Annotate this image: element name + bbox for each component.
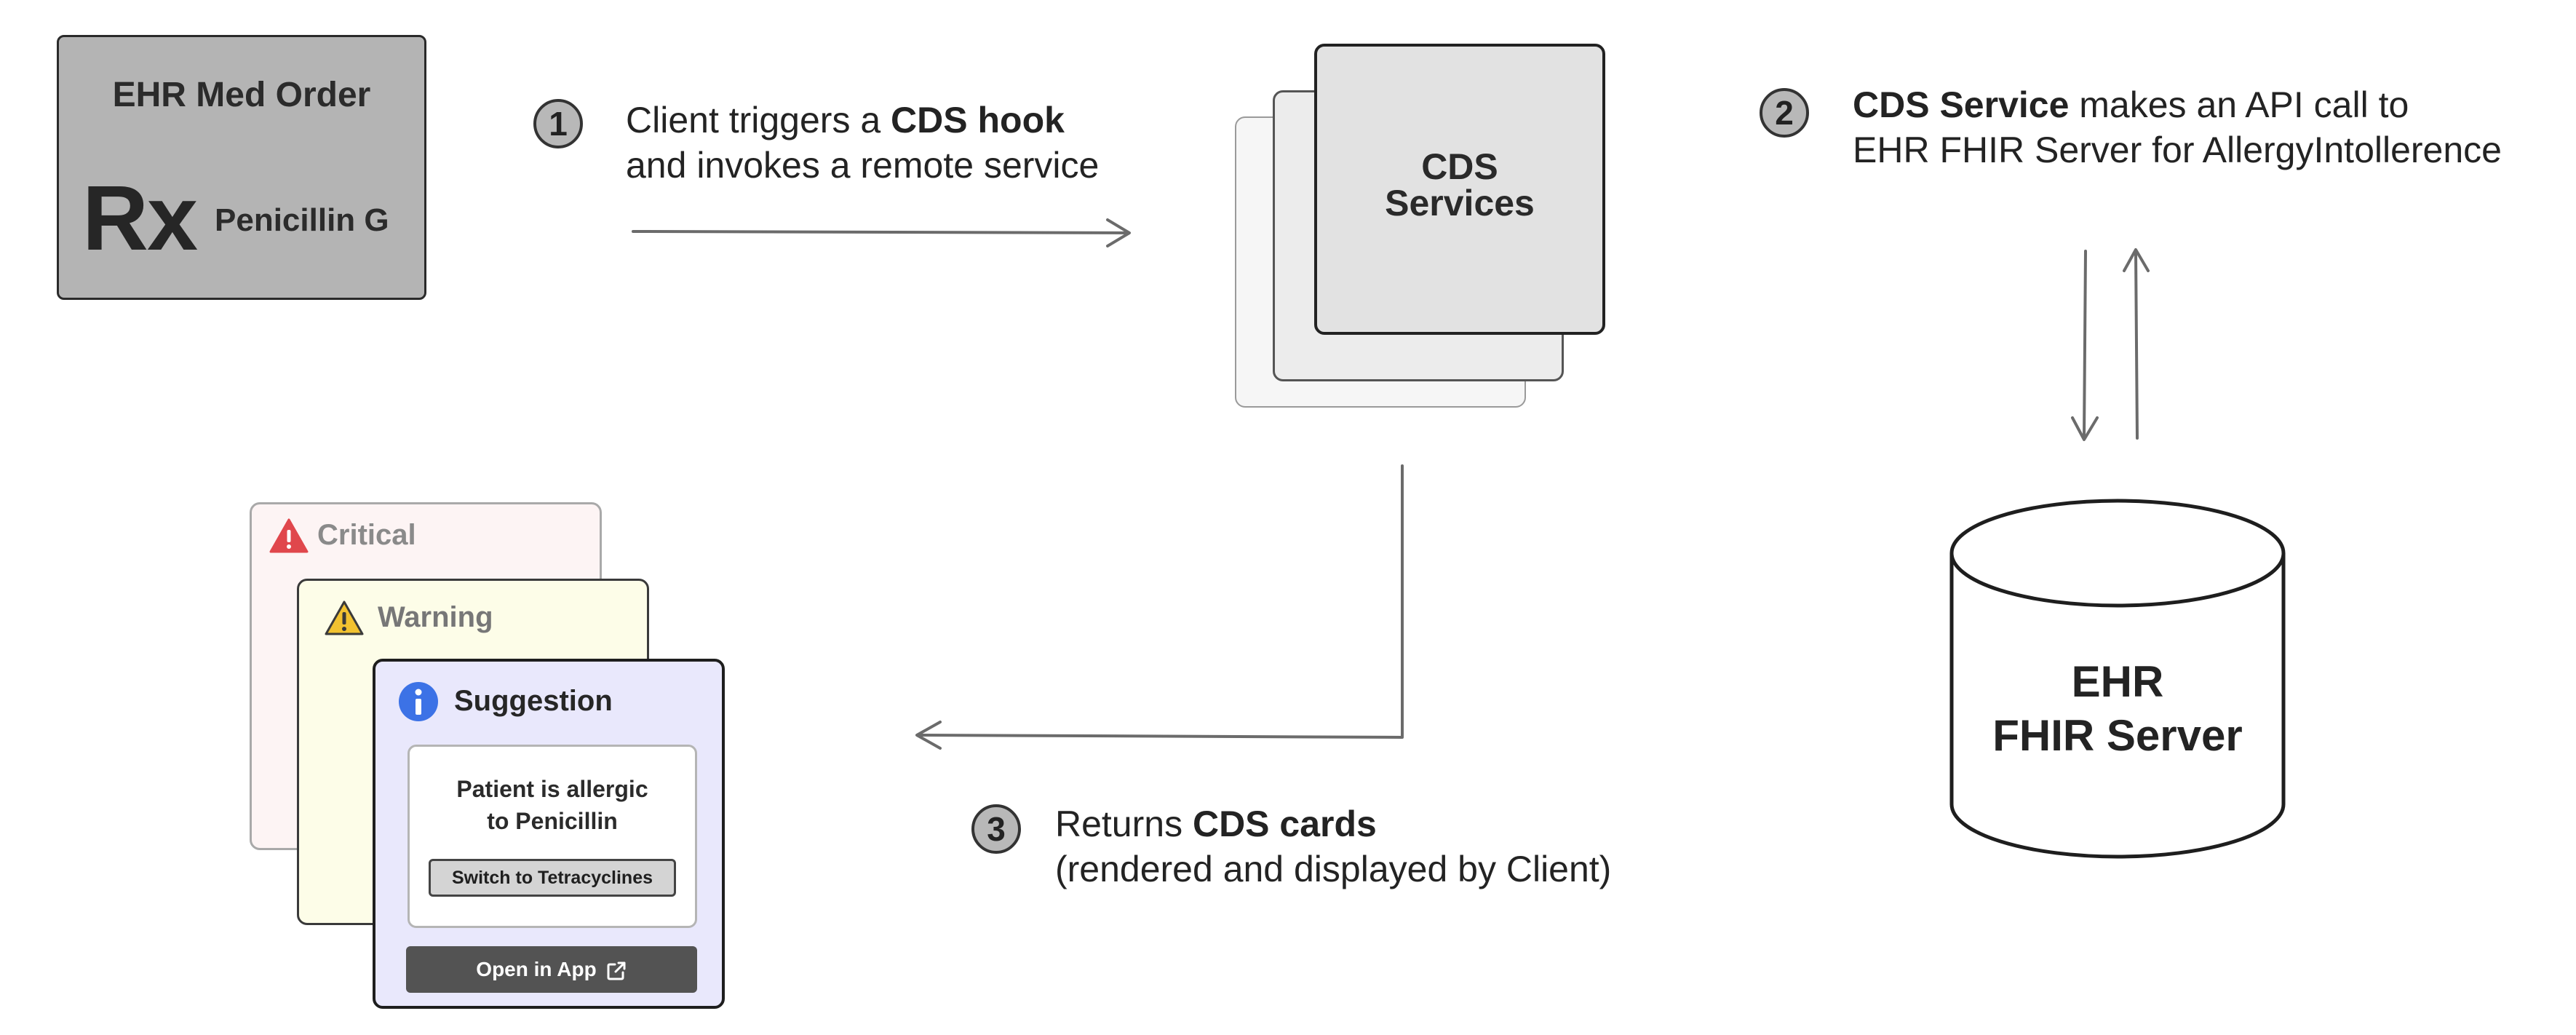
database-icon	[1949, 499, 2286, 859]
order-drug-name: Penicillin G	[215, 202, 389, 238]
open-in-app-button[interactable]: Open in App	[406, 946, 697, 993]
arrow-cds-to-cards	[915, 464, 1404, 750]
step-2-text: CDS Service makes an API call to EHR FHI…	[1853, 82, 2502, 172]
step-2-line1: CDS Service makes an API call to	[1853, 84, 2409, 125]
ehr-med-order-box: EHR Med Order Rx Penicillin G	[57, 35, 426, 300]
arrow-client-to-cds	[632, 218, 1131, 247]
step-2-marker: 2	[1760, 88, 1809, 138]
step-2-bold: CDS Service	[1853, 84, 2070, 125]
fhir-server-label: EHR FHIR Server	[1992, 657, 2243, 760]
allergy-message: Patient is allergic to Penicillin	[456, 776, 648, 834]
order-title: EHR Med Order	[112, 76, 371, 114]
external-link-icon	[607, 961, 626, 980]
step-1-marker: 1	[533, 99, 583, 148]
step-3-bold: CDS cards	[1192, 804, 1377, 844]
switch-medication-button[interactable]: Switch to Tetracyclines	[429, 859, 676, 897]
cds-services-box: CDS Services	[1314, 44, 1605, 335]
arrow-fhir-to-cds	[2123, 248, 2150, 440]
step-3-line2: (rendered and displayed by Client)	[1055, 849, 1612, 889]
arrow-cds-to-fhir	[2071, 250, 2099, 441]
critical-label: Critical	[317, 519, 416, 551]
step-3-marker: 3	[971, 804, 1021, 854]
suggestion-detail-box: Patient is allergic to Penicillin Switch…	[408, 745, 697, 928]
step-1-line1: Client triggers a CDS hook	[626, 100, 1065, 140]
step-3-line1: Returns CDS cards	[1055, 804, 1377, 844]
step-3-text: Returns CDS cards (rendered and displaye…	[1055, 801, 1611, 892]
step-1-text: Client triggers a CDS hook and invokes a…	[626, 98, 1099, 188]
step-1-bold: CDS hook	[891, 100, 1065, 140]
warning-triangle-yellow-icon	[325, 600, 364, 635]
info-circle-icon	[399, 682, 438, 721]
open-in-app-label: Open in App	[476, 958, 597, 980]
step-2-line2: EHR FHIR Server for AllergyIntollerence	[1853, 130, 2502, 170]
rx-symbol: Rx	[82, 167, 198, 269]
step-1-line2: and invokes a remote service	[626, 145, 1100, 186]
suggestion-label: Suggestion	[454, 685, 613, 717]
cds-services-label: CDS Services	[1385, 146, 1535, 223]
warning-triangle-red-icon	[269, 518, 309, 553]
warning-label: Warning	[378, 601, 493, 633]
suggestion-card[interactable]: Suggestion Patient is allergic to Penici…	[373, 659, 725, 1009]
